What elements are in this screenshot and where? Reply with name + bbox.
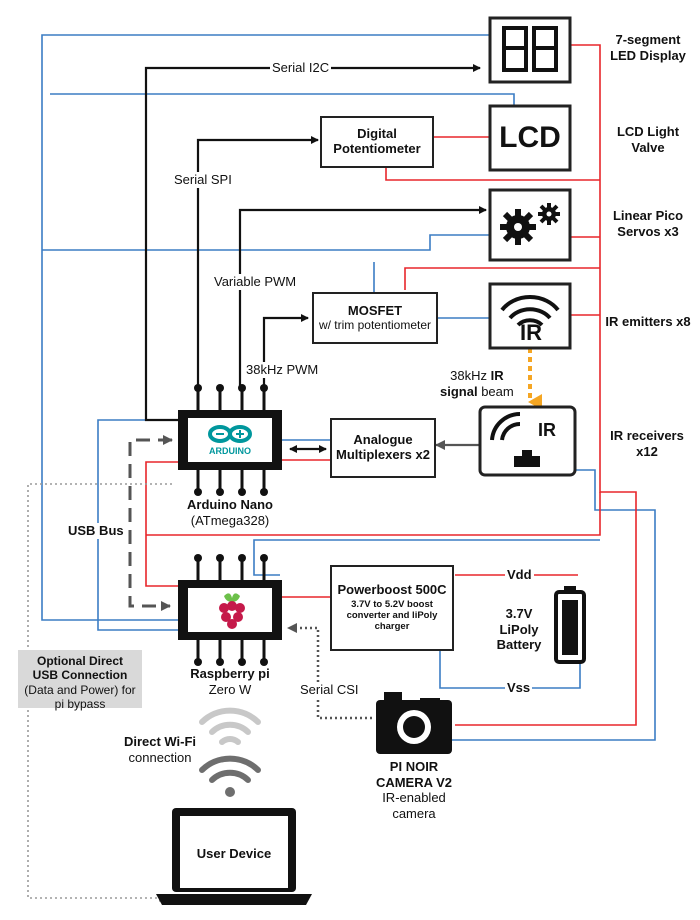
- arduino-logo-icon: [208, 425, 252, 443]
- servos-label: Linear Pico Servos x3: [612, 208, 684, 239]
- direct-usb-note: Optional Direct USB Connection (Data and…: [18, 650, 142, 711]
- serial-i2c-label: Serial I2C: [270, 60, 332, 76]
- ir-emitters-label: IR emitters x8: [605, 314, 691, 329]
- arduino-chip: [178, 384, 282, 496]
- ir-receivers-label: IR receivers x12: [610, 428, 684, 459]
- camera-name: PI NOIR CAMERA V2: [375, 759, 453, 790]
- lcd-light-valve: [488, 104, 572, 172]
- battery-icon: [554, 586, 586, 664]
- servo-block: [488, 188, 572, 262]
- pwm-38khz-wire: [262, 314, 309, 390]
- pi-model: Zero W: [208, 682, 252, 697]
- lcd-panel: LCD: [493, 109, 567, 167]
- variable-pwm-label: Variable PWM: [212, 274, 299, 290]
- wifi-sub: connection: [128, 750, 192, 765]
- ir-emitter: [488, 282, 572, 350]
- ground-wires: [41, 34, 656, 741]
- arduino-name: Arduino Nano: [187, 497, 273, 512]
- receiver-waves-icon: [490, 411, 521, 441]
- camera-icon: [376, 692, 452, 754]
- serial-spi-label: Serial SPI: [172, 172, 234, 188]
- power-wires: [145, 44, 637, 726]
- raspberry-pi-chip: [178, 554, 282, 666]
- laptop-icon: [156, 808, 312, 905]
- serial-spi-wire: [196, 136, 319, 390]
- gear-icon: [500, 203, 560, 245]
- seven-segment-display: [488, 16, 572, 84]
- powerboost-500c: Powerboost 500C 3.7V to 5.2V boost conve…: [330, 565, 454, 651]
- lcd-label: LCD Light Valve: [616, 124, 680, 155]
- digital-potentiometer: Digital Potentiometer: [320, 116, 434, 168]
- variable-pwm-wire: [238, 206, 487, 390]
- signal-waves-icon: [500, 295, 560, 327]
- raspberry-icon: [219, 593, 245, 629]
- usb-bus-wire: [128, 438, 172, 611]
- ir-receiver-icon-text: IR: [538, 420, 556, 440]
- mosfet: MOSFET w/ trim potentiometer: [312, 292, 438, 344]
- pi-name: Raspberry pi: [190, 666, 270, 681]
- vdd-label: Vdd: [505, 567, 534, 583]
- user-device-label: User Device: [196, 846, 272, 861]
- camera-sub: IR-enabled camera: [382, 790, 446, 821]
- ir-emitter-icon-text: IR: [520, 320, 542, 345]
- seven-segment-label: 7-segment LED Display: [610, 32, 686, 63]
- pwm-38khz-label: 38kHz PWM: [244, 362, 321, 378]
- wifi-icon: [199, 707, 261, 797]
- arduino-logo-text: ARDUINO: [209, 446, 251, 456]
- lcd-icon-text: LCD: [499, 120, 561, 154]
- usb-bus-label: USB Bus: [66, 523, 126, 539]
- sensor-icon: [514, 450, 540, 467]
- ir-beam-label: 38kHz IR signal beam: [440, 368, 514, 399]
- wifi-title: Direct Wi-Fi: [123, 734, 197, 749]
- ir-receiver: [478, 405, 577, 477]
- analogue-multiplexers: Analogue Multiplexers x2: [330, 418, 436, 478]
- arduino-chip-label: (ATmega328): [190, 513, 270, 528]
- serial-csi-label: Serial CSI: [298, 682, 361, 698]
- battery-label: 3.7V LiPoly Battery: [496, 606, 542, 653]
- serial-csi-wire: [287, 623, 372, 720]
- vss-label: Vss: [505, 680, 533, 696]
